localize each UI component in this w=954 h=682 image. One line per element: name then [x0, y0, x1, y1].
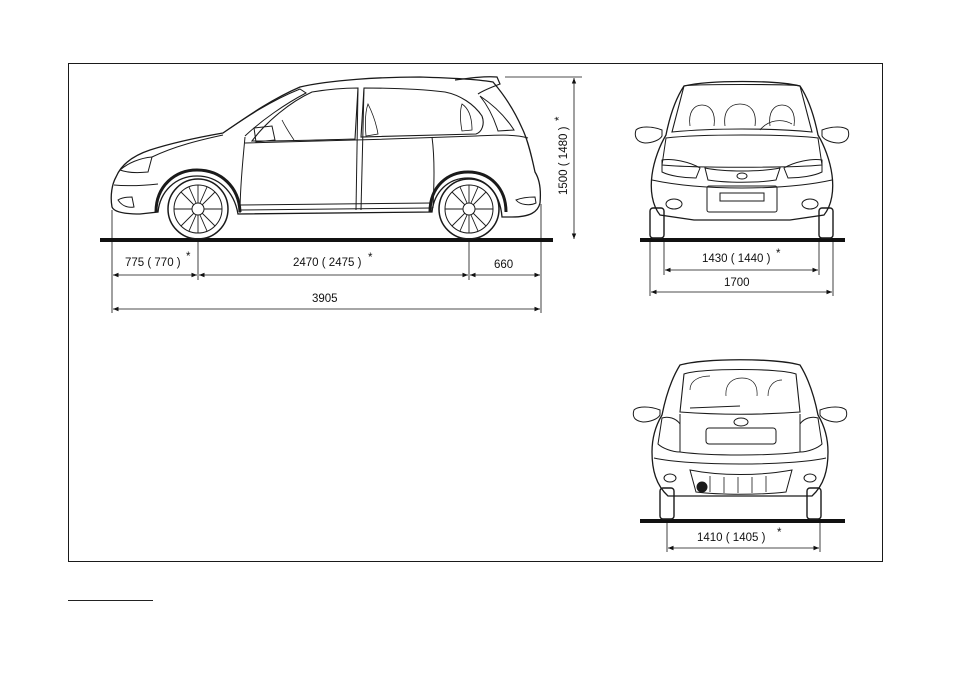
side-dimension-lines — [112, 77, 582, 313]
rear-left-mirror — [633, 407, 660, 422]
front-view — [635, 82, 848, 241]
overall-height-label: 1500 ( 1480 ) — [558, 126, 570, 195]
side-body-outline — [111, 77, 540, 217]
overall-width-label: 1700 — [724, 277, 750, 289]
side-rear-spoiler — [455, 77, 500, 94]
front-left-mirror — [635, 127, 662, 143]
wheelbase-label: 2470 ( 2475 ) — [293, 257, 362, 269]
exhaust-pipe — [697, 482, 707, 492]
rear-overhang-label: 660 — [494, 259, 513, 271]
rear-right-mirror — [820, 407, 847, 422]
front-overhang-label: 775 ( 770 ) — [125, 257, 181, 269]
side-quarter-window — [480, 96, 514, 131]
side-windscreen — [223, 89, 306, 136]
rear-track-label: 1410 ( 1405 ) — [697, 532, 766, 544]
footnote-separator — [68, 600, 153, 601]
front-right-mirror — [822, 127, 849, 143]
side-front-wheel — [168, 179, 228, 239]
side-rear-wheel — [439, 179, 499, 239]
side-front-window — [252, 88, 358, 141]
rear-track-footnote-marker: * — [777, 527, 782, 539]
front-overhang-footnote-marker: * — [186, 251, 191, 263]
side-view — [100, 77, 553, 240]
front-body-outline — [651, 82, 832, 221]
side-rear-window — [361, 88, 483, 137]
front-track-footnote-marker: * — [776, 248, 781, 260]
overall-length-label: 3905 — [312, 293, 338, 305]
rear-view — [633, 360, 846, 521]
front-right-headlight — [784, 159, 822, 178]
front-track-label: 1430 ( 1440 ) — [702, 253, 771, 265]
overall-height-footnote-marker: * — [554, 116, 566, 121]
wheelbase-footnote-marker: * — [368, 252, 373, 264]
front-left-headlight — [662, 159, 700, 178]
